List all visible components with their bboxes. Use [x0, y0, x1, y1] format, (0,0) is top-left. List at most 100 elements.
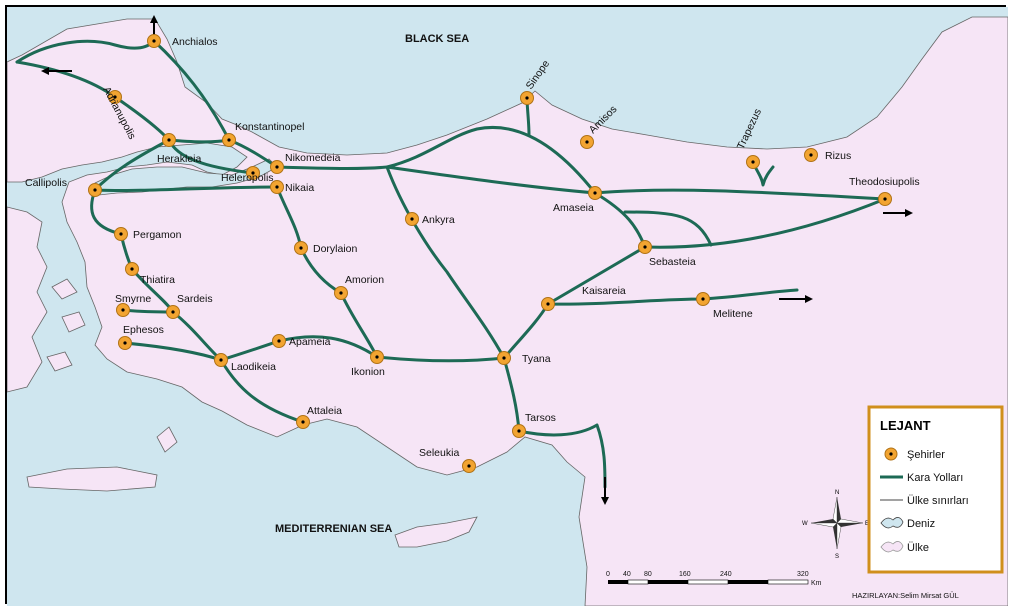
city-label-ephesos: Ephesos [123, 324, 164, 336]
city-dorylaion[interactable]: Dorylaion [294, 241, 358, 256]
city-label-ankyra: Ankyra [422, 214, 455, 226]
road-segment [385, 165, 597, 195]
city-rizus[interactable]: Rizus [804, 148, 852, 163]
city-seleukia[interactable]: Seleukia [419, 447, 476, 473]
city-attaleia[interactable]: Attaleia [296, 405, 343, 429]
city-melitene[interactable]: Melitene [696, 292, 753, 321]
compass-e: E [865, 521, 869, 527]
city-ephesos[interactable]: Ephesos [118, 324, 164, 350]
scale-bar: 0 40 80 160 240 320 Km [606, 571, 822, 587]
legend-title: LEJANT [880, 418, 931, 433]
city-marker-dot [167, 138, 171, 142]
city-label-theodosiupolis: Theodosiupolis [849, 176, 920, 188]
city-marker-dot [121, 308, 125, 312]
city-laodikeia[interactable]: Laodikeia [214, 353, 277, 374]
city-marker-dot [751, 160, 755, 164]
city-marker-dot [517, 429, 521, 433]
road-segment [167, 138, 231, 144]
compass-s: S [835, 554, 839, 560]
map-credit: HAZIRLAYAN:Selim Mirsat GÜL [852, 591, 959, 600]
legend: LEJANT Şehirler Kara Yolları Ülke sınırl… [867, 405, 1004, 574]
road-segment [623, 210, 713, 247]
city-label-tarsos: Tarsos [525, 412, 556, 424]
city-amorion[interactable]: Amorion [334, 274, 385, 300]
road-segment [751, 160, 775, 187]
road-segment [93, 138, 171, 192]
legend-item-land: Ülke [907, 542, 929, 554]
city-ikonion[interactable]: Ikonion [351, 350, 385, 379]
city-marker-dot [123, 341, 127, 345]
city-sardeis[interactable]: Sardeis [166, 293, 213, 319]
city-label-nikaia: Nikaia [285, 182, 314, 194]
city-heleropolis[interactable]: Heleropolis [221, 166, 274, 185]
road-segment [152, 39, 231, 142]
city-label-nikomedeia: Nikomedeia [285, 152, 341, 164]
legend-sea-symbol [880, 517, 904, 529]
city-label-anchialos: Anchialos [172, 36, 218, 48]
city-label-kaisareia: Kaisareia [582, 285, 626, 297]
city-marker-dot [375, 355, 379, 359]
city-marker-dot [171, 310, 175, 314]
city-marker-dot [643, 245, 647, 249]
city-marker-dot [299, 246, 303, 250]
city-amaseia[interactable]: Amaseia [553, 186, 602, 215]
island-cyprus [394, 516, 478, 548]
greece-landmass [7, 206, 48, 393]
city-konstantinopel[interactable]: Konstantinopel [222, 121, 305, 147]
city-marker-dot [152, 39, 156, 43]
city-label-thiatira: Thiatira [140, 274, 175, 286]
city-callipolis[interactable]: Callipolis [25, 177, 102, 197]
city-marker-dot [410, 217, 414, 221]
legend-item-roads: Kara Yolları [907, 472, 963, 484]
city-tyana[interactable]: Tyana [497, 351, 551, 366]
compass-n: N [835, 490, 839, 496]
city-marker-dot [809, 153, 813, 157]
city-marker-dot [251, 171, 255, 175]
city-nikomedeia[interactable]: Nikomedeia [270, 152, 341, 174]
city-ankyra[interactable]: Ankyra [405, 212, 455, 227]
city-apameia[interactable]: Apameia [272, 334, 331, 349]
map-canvas[interactable]: BLACK SEA MEDITERRENIAN SEA AnchialosAdr… [7, 7, 1008, 606]
city-theodosiupolis[interactable]: Theodosiupolis [849, 176, 920, 206]
city-marker-dot [277, 339, 281, 343]
road-segment [93, 185, 279, 192]
island-rhodes [156, 426, 178, 453]
city-label-amorion: Amorion [345, 274, 384, 286]
road-segment [593, 188, 887, 201]
city-marker-dot [301, 420, 305, 424]
city-label-sebasteia: Sebasteia [649, 256, 696, 268]
city-label-melitene: Melitene [713, 308, 753, 320]
city-label-konstantinopel: Konstantinopel [235, 121, 304, 133]
compass-rose: N S E W [802, 490, 869, 560]
city-label-sardeis: Sardeis [177, 293, 213, 305]
city-label-dorylaion: Dorylaion [313, 243, 358, 255]
city-smyrne[interactable]: Smyrne [115, 293, 151, 317]
mediterranean-sea-label: MEDITERRENIAN SEA [275, 523, 392, 535]
scale-tick-160: 160 [679, 571, 691, 578]
city-tarsos[interactable]: Tarsos [512, 412, 556, 438]
city-herakleia[interactable]: Herakleia [157, 133, 202, 166]
road-segment [385, 165, 506, 360]
city-marker-dot [339, 291, 343, 295]
city-marker-dot [701, 297, 705, 301]
city-pergamon[interactable]: Pergamon [114, 227, 182, 242]
city-label-ikonion: Ikonion [351, 366, 385, 378]
scale-tick-240: 240 [720, 571, 732, 578]
city-kaisareia[interactable]: Kaisareia [541, 285, 626, 311]
city-marker-dot [525, 96, 529, 100]
city-thiatira[interactable]: Thiatira [125, 262, 176, 287]
scale-tick-0: 0 [606, 571, 610, 578]
city-marker-dot [546, 302, 550, 306]
city-label-herakleia: Herakleia [157, 153, 202, 165]
city-label-seleukia: Seleukia [419, 447, 459, 459]
road-segment [375, 355, 506, 363]
island-3 [46, 351, 73, 372]
city-sebasteia[interactable]: Sebasteia [638, 240, 696, 269]
city-label-laodikeia: Laodikeia [231, 361, 276, 373]
city-marker-dot [467, 464, 471, 468]
city-label-heleropolis: Heleropolis [221, 172, 274, 184]
city-marker-dot [227, 138, 231, 142]
island-crete [26, 466, 158, 492]
city-anchialos[interactable]: Anchialos [147, 34, 218, 49]
city-nikaia[interactable]: Nikaia [270, 180, 315, 195]
